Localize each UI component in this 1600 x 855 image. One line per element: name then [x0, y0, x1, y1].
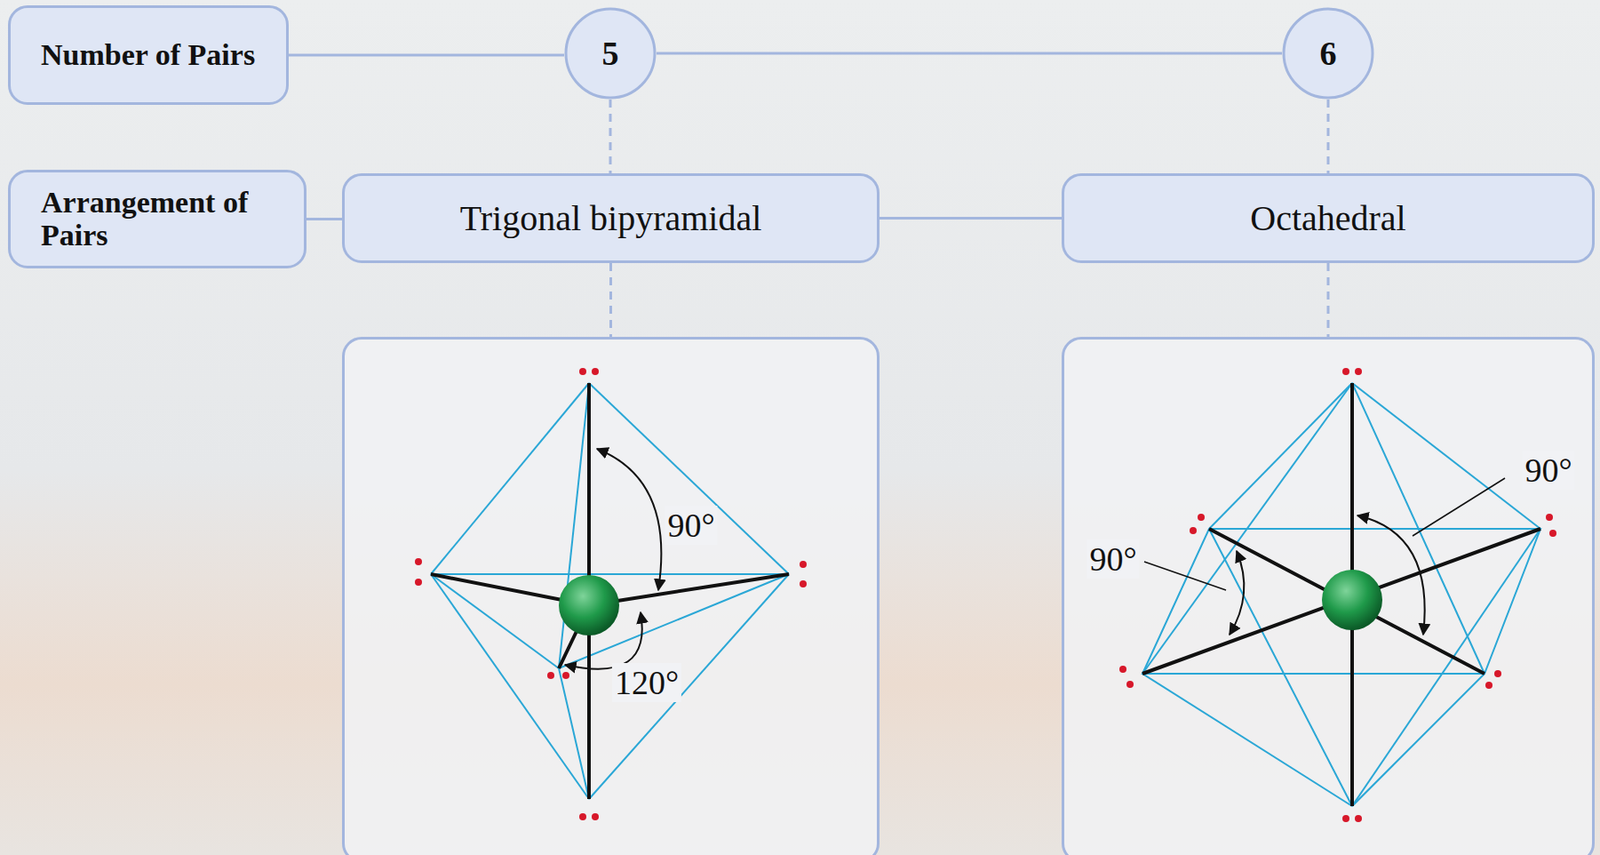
angle-label: 90°	[1521, 450, 1575, 490]
panel-fill	[1062, 337, 1594, 855]
connector	[656, 52, 1282, 56]
angle-label: 120°	[612, 662, 682, 702]
connector	[1327, 262, 1330, 337]
leader-line	[1144, 561, 1226, 590]
node-label: 6	[1320, 33, 1338, 73]
angle-label: 90°	[1086, 539, 1139, 579]
angle-label: 90°	[664, 505, 717, 545]
node-label: Number of Pairs	[40, 39, 255, 72]
connector	[609, 262, 613, 337]
octahedron	[1119, 367, 1557, 822]
node-label: Trigonal bipyramidal	[460, 197, 763, 239]
row-heading: Arrangement of Pairs	[7, 169, 307, 269]
panel-fill	[342, 337, 879, 855]
node-label: Arrangement of Pairs	[40, 186, 304, 252]
geometry-panel: 90° 120°	[342, 336, 880, 855]
trigonal-bipyramid	[414, 367, 807, 820]
connector	[288, 54, 565, 57]
connector	[879, 216, 1062, 220]
connector	[1327, 99, 1330, 174]
count-circle: 6	[1281, 7, 1375, 100]
arrangement-box: Trigonal bipyramidal	[342, 173, 880, 263]
arrangement-box: Octahedral	[1061, 173, 1595, 263]
leader-line	[1412, 477, 1505, 536]
connector	[609, 99, 613, 174]
count-circle: 5	[564, 7, 657, 100]
geometry-panel: 90° 90°	[1061, 336, 1595, 855]
node-label: Octahedral	[1249, 197, 1406, 239]
row-heading: Number of Pairs	[7, 5, 289, 105]
connector	[306, 217, 343, 221]
node-label: 5	[602, 33, 620, 73]
